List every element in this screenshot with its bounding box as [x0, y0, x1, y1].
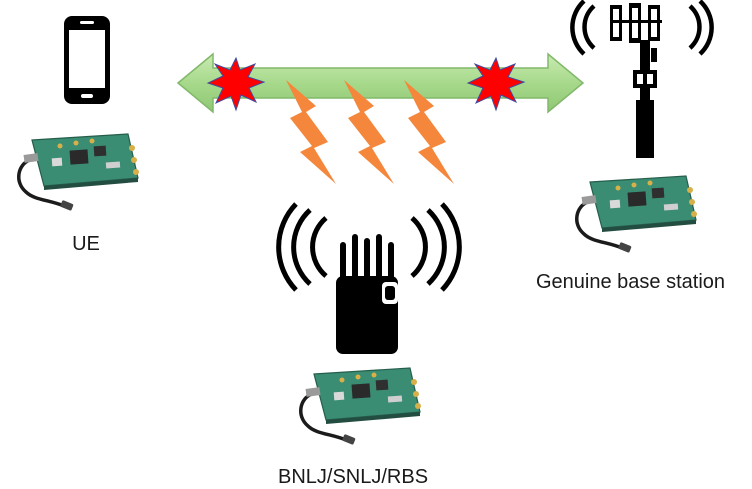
ue-label: UE — [72, 233, 100, 255]
explosion-icon — [466, 56, 526, 112]
cell-tower-icon — [570, 0, 714, 158]
sdr-board-icon — [17, 132, 141, 213]
explosion-icon — [206, 56, 266, 112]
smartphone-icon — [64, 16, 110, 104]
sdr-board-icon — [575, 174, 699, 255]
sdr-board-icon — [299, 366, 423, 447]
jammer-icon — [276, 202, 462, 354]
base-station-label: Genuine base station — [536, 271, 726, 293]
jammer-label: BNLJ/SNLJ/RBS — [278, 466, 429, 488]
